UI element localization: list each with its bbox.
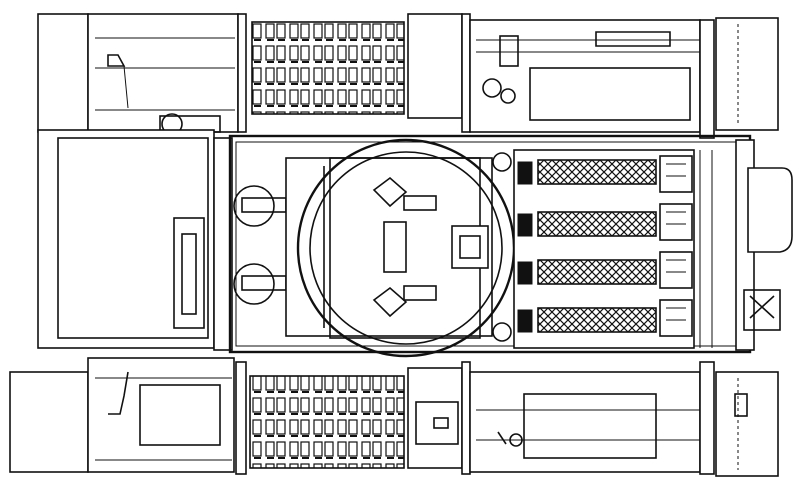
vision-port-1 — [233, 185, 275, 227]
cover-box — [415, 401, 459, 445]
bottom-fender — [9, 357, 779, 477]
muffler-top — [529, 67, 691, 121]
rear-box — [747, 167, 793, 253]
toolbox — [139, 384, 221, 446]
loader-hatch — [451, 225, 489, 269]
top-fender — [37, 13, 779, 139]
track-links-top — [251, 21, 405, 115]
tow-hook — [743, 289, 781, 331]
muffler-bottom — [523, 393, 657, 459]
turret-ring — [285, 138, 516, 358]
rear-hull — [735, 139, 793, 351]
grille-4 — [537, 307, 657, 333]
engine-deck — [513, 149, 713, 349]
track-links-bottom — [249, 375, 405, 469]
vision-port-2 — [233, 263, 275, 305]
main-hull — [37, 129, 752, 354]
grille-1 — [537, 159, 657, 185]
commander-hatch — [383, 221, 407, 273]
grille-2 — [537, 211, 657, 237]
grille-3 — [537, 259, 657, 285]
